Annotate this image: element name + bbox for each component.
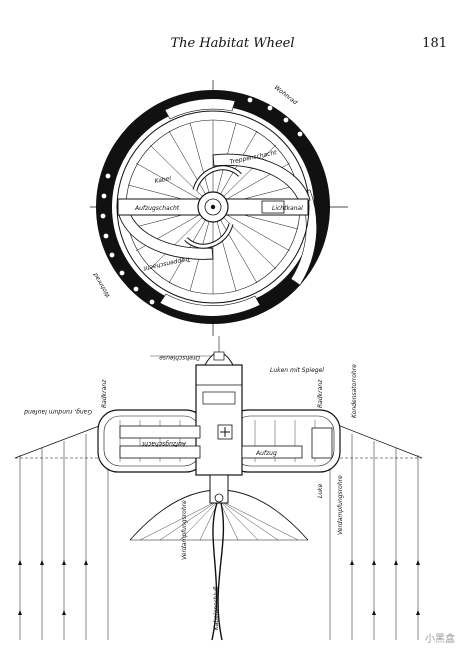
- label-kabelanschluss: Kabelanschluß: [213, 586, 220, 630]
- hub-column: [195, 364, 243, 476]
- wheel-plan-view: Wohnrad Wohnrad Treppenschacht Kabel Auf…: [90, 80, 348, 336]
- label-drehschleuse: Drehschleuse: [159, 354, 200, 361]
- label-verdampfungsrohre-left: Verdampfungsrohre: [181, 500, 188, 560]
- label-gang-rundum: Gang, rundum laufend: [24, 408, 92, 415]
- running-title: The Habitat Wheel: [170, 36, 295, 51]
- label-kabel: Kabel: [154, 175, 172, 185]
- label-aufzugschacht-top: Aufzugschacht: [134, 205, 180, 212]
- label-aufzugschacht-bottom: Aufzugschacht: [141, 440, 187, 447]
- label-radkranz-right: Radkranz: [317, 379, 324, 408]
- label-verdampfungsrohre-right: Verdampfungsrohre: [337, 475, 344, 535]
- page-number: 181: [422, 36, 447, 51]
- rim-portholes: [100, 97, 303, 305]
- label-aufzug-bottom: Aufzug: [255, 450, 277, 457]
- label-lichtkanal: Lichtkanal: [272, 205, 303, 212]
- watermark: 小黑盒: [425, 634, 455, 645]
- label-kondensatorrohre: Kondensatorrohre: [351, 364, 358, 418]
- label-luken-mit-spiegel: Luken mit Spiegel: [270, 367, 324, 374]
- label-luke: Luke: [317, 483, 324, 498]
- wheel-elevation-view: Drehschleuse Gang, rundum laufend Radkra…: [14, 336, 423, 641]
- label-wohnrad-top: Wohnrad: [273, 84, 299, 106]
- label-radkranz-left: Radkranz: [101, 379, 108, 408]
- label-wohnrad-left: Wohnrad: [92, 271, 112, 298]
